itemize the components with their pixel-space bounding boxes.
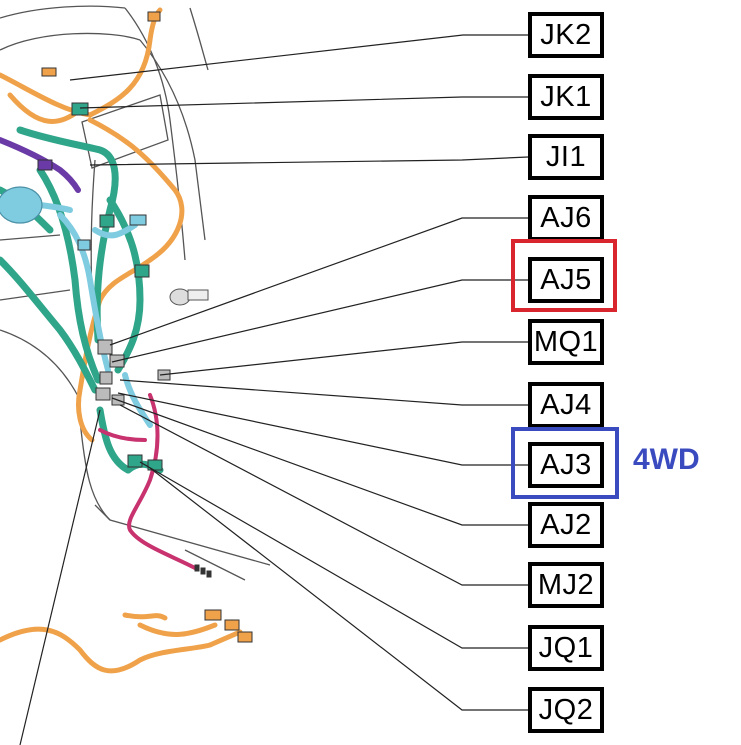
connector-label-jk1: JK1 [528,74,604,120]
connector-label-mq1: MQ1 [528,319,604,365]
connector-label-aj3: AJ3 [528,442,604,488]
red-highlight-box [511,239,617,312]
orange-harness [0,7,243,674]
connector-label-text: AJ2 [540,508,592,541]
connector-label-text: JQ1 [538,631,594,664]
connector-label-aj4: AJ4 [528,382,604,428]
connector-label-ji1: JI1 [528,134,604,180]
blue-highlight-box [511,427,619,499]
connector-label-text: JI1 [545,140,587,173]
connector-label-jq1: JQ1 [528,625,604,671]
connector-label-text: AJ5 [540,263,592,296]
connector-label-text: JK1 [540,80,592,113]
connector-label-aj2: AJ2 [528,502,604,548]
connector-label-text: AJ4 [540,388,592,421]
connector-label-text: MJ2 [537,568,595,601]
connector-blocks [37,11,253,643]
connector-label-text: AJ3 [540,448,592,481]
connector-label-text: AJ6 [540,201,592,234]
connector-label-aj5: AJ5 [528,257,604,303]
leader-lines [19,34,529,745]
connector-label-aj6: AJ6 [528,195,604,241]
dashboard-outline [0,5,271,581]
purple-harness [0,137,81,193]
connector-label-text: JK2 [540,18,592,51]
grommet [169,288,209,306]
connector-label-text: MQ1 [533,325,599,358]
connector-label-mj2: MJ2 [528,562,604,608]
pink-harness [98,393,197,570]
connector-label-jk2: JK2 [528,12,604,58]
connector-label-jq2: JQ2 [528,687,604,733]
4wd-note: 4WD [633,443,700,476]
blue-clamp [0,186,43,224]
connector-label-text: JQ2 [538,693,594,726]
